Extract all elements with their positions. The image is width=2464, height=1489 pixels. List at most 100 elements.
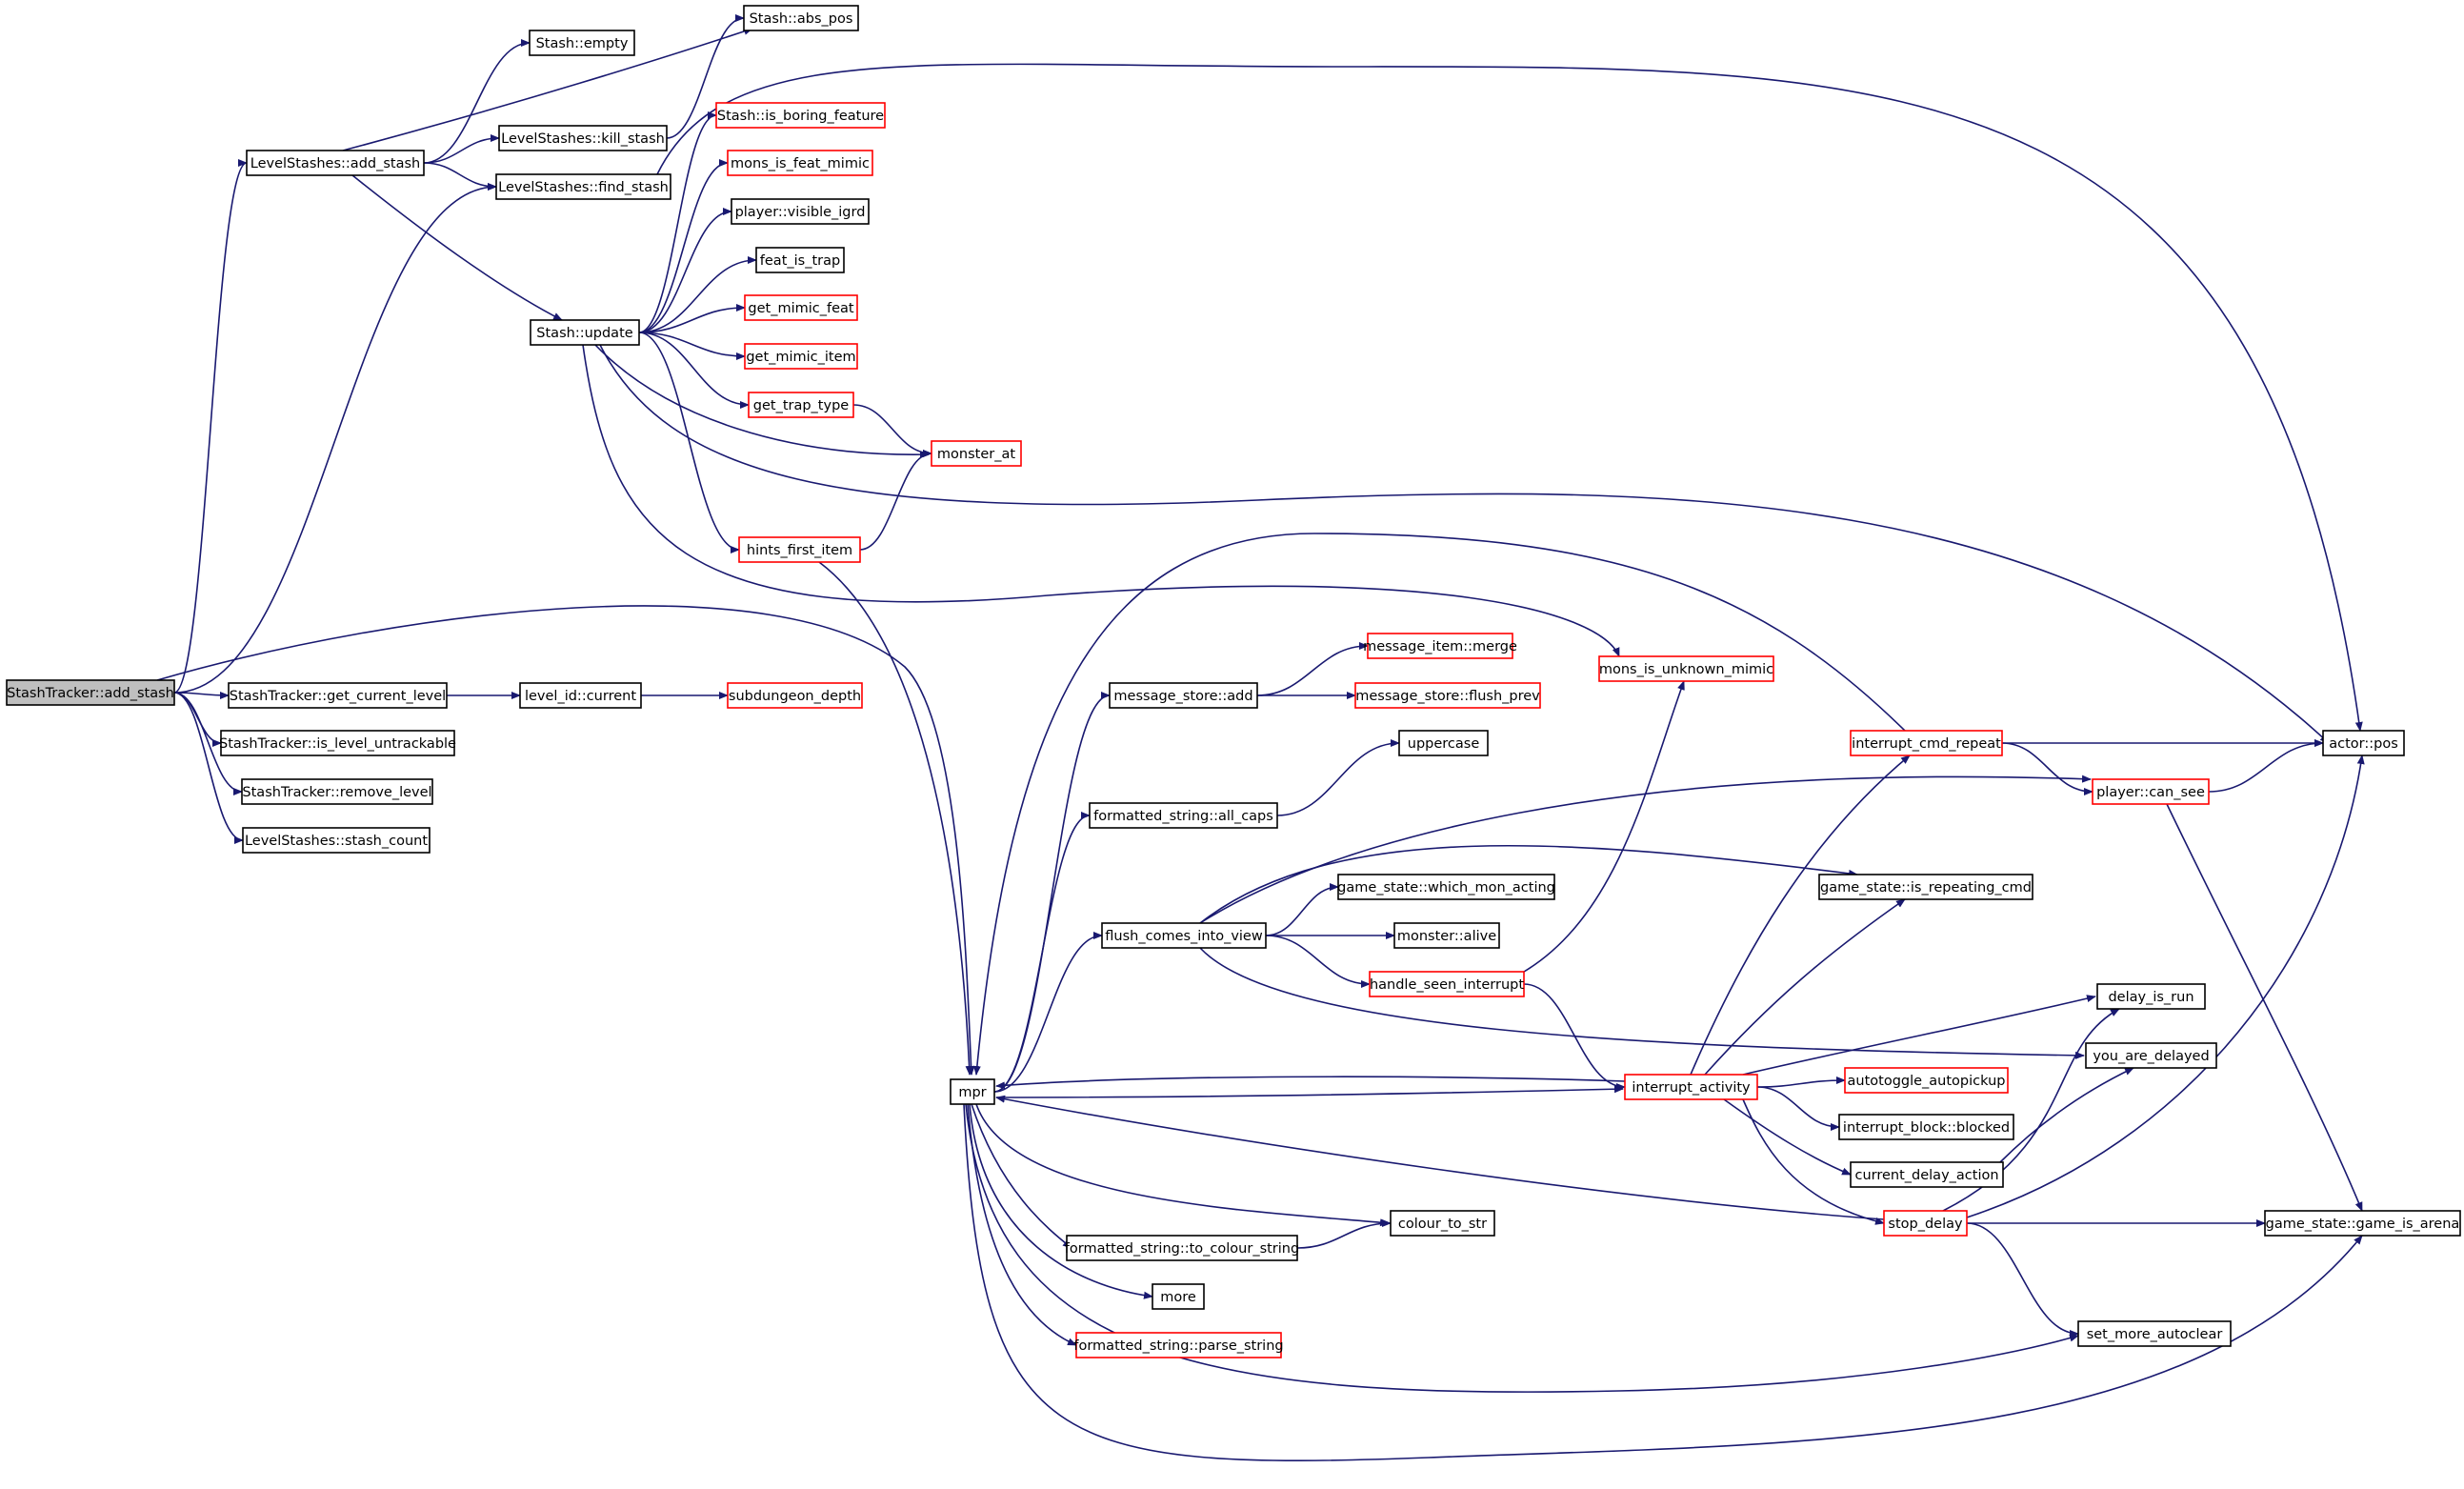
- node-player-can-see[interactable]: player::can_see: [2092, 778, 2210, 805]
- node-label: message_item::merge: [1363, 639, 1517, 654]
- node-stash-is-boring-feature[interactable]: Stash::is_boring_feature: [715, 102, 886, 129]
- node-set-more-autoclear[interactable]: set_more_autoclear: [2077, 1320, 2232, 1347]
- call-edge-interrupt-cmd-repeat-to-mpr: [972, 533, 1906, 1076]
- node-label: get_mimic_feat: [748, 301, 854, 316]
- node-monster-at[interactable]: monster_at: [931, 440, 1022, 467]
- node-monster-alive[interactable]: monster::alive: [1393, 922, 1500, 949]
- call-edge-stash-update-to-hints-first-item: [638, 332, 740, 553]
- node-box: [1354, 682, 1541, 709]
- node-levelstashes-find-stash[interactable]: LevelStashes::find_stash: [495, 173, 671, 200]
- node-subdungeon-depth[interactable]: subdungeon_depth: [727, 682, 863, 709]
- node-label: message_store::flush_prev: [1355, 689, 1540, 704]
- node-stashtracker-add-stash[interactable]: StashTracker::add_stash: [6, 679, 175, 706]
- call-edge-levelstashes-kill-stash-to-stash-abs-pos: [666, 14, 745, 139]
- node-stashtracker-remove-level[interactable]: StashTracker::remove_level: [241, 778, 433, 805]
- node-stashtracker-get-current-level[interactable]: StashTracker::get_current_level: [228, 682, 448, 709]
- node-box: [498, 125, 668, 151]
- node-interrupt-block-blocked[interactable]: interrupt_block::blocked: [1838, 1114, 2014, 1140]
- node-label: Stash::update: [536, 326, 632, 341]
- node-handle-seen-interrupt[interactable]: handle_seen_interrupt: [1369, 971, 1525, 997]
- node-interrupt-cmd-repeat[interactable]: interrupt_cmd_repeat: [1850, 730, 2003, 756]
- node-box: [228, 682, 448, 709]
- node-label: game_state::which_mon_acting: [1337, 880, 1555, 895]
- node-levelstashes-add-stash[interactable]: LevelStashes::add_stash: [246, 150, 425, 176]
- node-label: StashTracker::get_current_level: [230, 689, 446, 704]
- node-stash-update[interactable]: Stash::update: [530, 319, 640, 346]
- node-formatted-string-parse-string[interactable]: formatted_string::parse_string: [1073, 1332, 1284, 1358]
- node-flush-comes-into-view[interactable]: flush_comes_into_view: [1101, 922, 1267, 949]
- node-box: [1850, 1161, 2004, 1188]
- node-stash-abs-pos[interactable]: Stash::abs_pos: [743, 5, 859, 31]
- node-message-store-flush-prev[interactable]: message_store::flush_prev: [1354, 682, 1541, 709]
- node-box: [2096, 983, 2206, 1010]
- node-label: get_trap_type: [753, 398, 850, 413]
- node-game-state-which-mon-acting[interactable]: game_state::which_mon_acting: [1337, 874, 1555, 900]
- node-get-mimic-item[interactable]: get_mimic_item: [744, 343, 858, 370]
- node-feat-is-trap[interactable]: feat_is_trap: [755, 247, 845, 273]
- node-message-store-add[interactable]: message_store::add: [1109, 682, 1258, 709]
- node-label: formatted_string::parse_string: [1073, 1338, 1283, 1354]
- node-game-state-game-is-arena[interactable]: game_state::game_is_arena: [2264, 1210, 2461, 1237]
- node-box: [731, 198, 870, 225]
- node-label: game_state::game_is_arena: [2266, 1217, 2460, 1232]
- node-box: [1850, 730, 2003, 756]
- node-levelstashes-stash-count[interactable]: LevelStashes::stash_count: [242, 827, 431, 854]
- node-label: uppercase: [1408, 736, 1480, 752]
- call-edge-levelstashes-add-stash-to-stash-update: [351, 174, 563, 321]
- call-edge-mpr-to-formatted-string-parse-string: [967, 1103, 1077, 1346]
- node-uppercase[interactable]: uppercase: [1398, 730, 1489, 756]
- node-label: Stash::abs_pos: [750, 11, 853, 27]
- node-stop-delay[interactable]: stop_delay: [1883, 1210, 1968, 1237]
- node-mons-is-unknown-mimic[interactable]: mons_is_unknown_mimic: [1598, 655, 1774, 682]
- node-colour-to-str[interactable]: colour_to_str: [1390, 1210, 1495, 1237]
- node-stash-empty[interactable]: Stash::empty: [529, 30, 635, 56]
- node-levelstashes-kill-stash[interactable]: LevelStashes::kill_stash: [498, 125, 668, 151]
- call-edge-levelstashes-add-stash-to-stash-empty: [423, 39, 531, 164]
- node-label: more: [1160, 1290, 1196, 1305]
- node-box: [495, 173, 671, 200]
- node-label: LevelStashes::find_stash: [498, 180, 669, 195]
- node-current-delay-action[interactable]: current_delay_action: [1850, 1161, 2004, 1188]
- node-box: [1066, 1235, 1298, 1261]
- node-label: subdungeon_depth: [729, 689, 861, 704]
- node-actor-pos[interactable]: actor::pos: [2322, 730, 2405, 756]
- call-edge-player-can-see-to-game-state-game-is-arena: [2166, 803, 2363, 1212]
- node-box: [1152, 1283, 1205, 1310]
- node-label: hints_first_item: [747, 543, 852, 558]
- node-formatted-string-to-colour-string[interactable]: formatted_string::to_colour_string: [1065, 1235, 1299, 1261]
- node-box: [1598, 655, 1774, 682]
- node-box: [1883, 1210, 1968, 1237]
- node-get-trap-type[interactable]: get_trap_type: [748, 392, 854, 418]
- node-box: [6, 679, 175, 706]
- node-get-mimic-feat[interactable]: get_mimic_feat: [744, 294, 858, 321]
- node-label: player::visible_igrd: [735, 205, 866, 220]
- call-edge-stashtracker-add-stash-to-stashtracker-remove-level: [173, 692, 243, 795]
- node-delay-is-run[interactable]: delay_is_run: [2096, 983, 2206, 1010]
- function-nodes: StashTracker::add_stash LevelStashes::add…: [6, 5, 2461, 1358]
- node-box: [1818, 874, 2033, 900]
- node-interrupt-activity[interactable]: interrupt_activity: [1624, 1074, 1758, 1100]
- call-edge-mpr-to-game-state-game-is-arena: [963, 1103, 2363, 1461]
- node-mpr[interactable]: mpr: [950, 1078, 995, 1105]
- call-edge-message-store-add-to-message-item-merge: [1256, 642, 1369, 696]
- node-hints-first-item[interactable]: hints_first_item: [738, 536, 861, 563]
- node-stashtracker-is-level-untrackable[interactable]: StashTracker::is_level_untrackable: [219, 730, 456, 756]
- node-player-visible-igrd[interactable]: player::visible_igrd: [731, 198, 870, 225]
- node-box: [1844, 1067, 2009, 1094]
- call-edge-stashtracker-add-stash-to-levelstashes-find-stash: [173, 183, 497, 694]
- node-box: [246, 150, 425, 176]
- node-message-item-merge[interactable]: message_item::merge: [1363, 633, 1517, 659]
- node-you-are-delayed[interactable]: you_are_delayed: [2085, 1042, 2217, 1069]
- call-edge-get-trap-type-to-monster-at: [852, 404, 932, 457]
- node-game-state-is-repeating-cmd[interactable]: game_state::is_repeating_cmd: [1818, 874, 2033, 900]
- node-autotoggle-autopickup[interactable]: autotoggle_autopickup: [1844, 1067, 2009, 1094]
- node-level-id-current[interactable]: level_id::current: [519, 682, 642, 709]
- call-edge-flush-comes-into-view-to-player-can-see: [1199, 775, 2092, 924]
- node-more[interactable]: more: [1152, 1283, 1205, 1310]
- node-label: level_id::current: [525, 689, 636, 704]
- node-mons-is-feat-mimic[interactable]: mons_is_feat_mimic: [727, 150, 873, 176]
- call-edge-stashtracker-add-stash-to-levelstashes-stash-count: [173, 692, 244, 844]
- call-edge-stash-update-to-mons-is-feat-mimic: [638, 159, 729, 333]
- node-label: game_state::is_repeating_cmd: [1820, 880, 2032, 895]
- node-formatted-string-all-caps[interactable]: formatted_string::all_caps: [1089, 802, 1278, 829]
